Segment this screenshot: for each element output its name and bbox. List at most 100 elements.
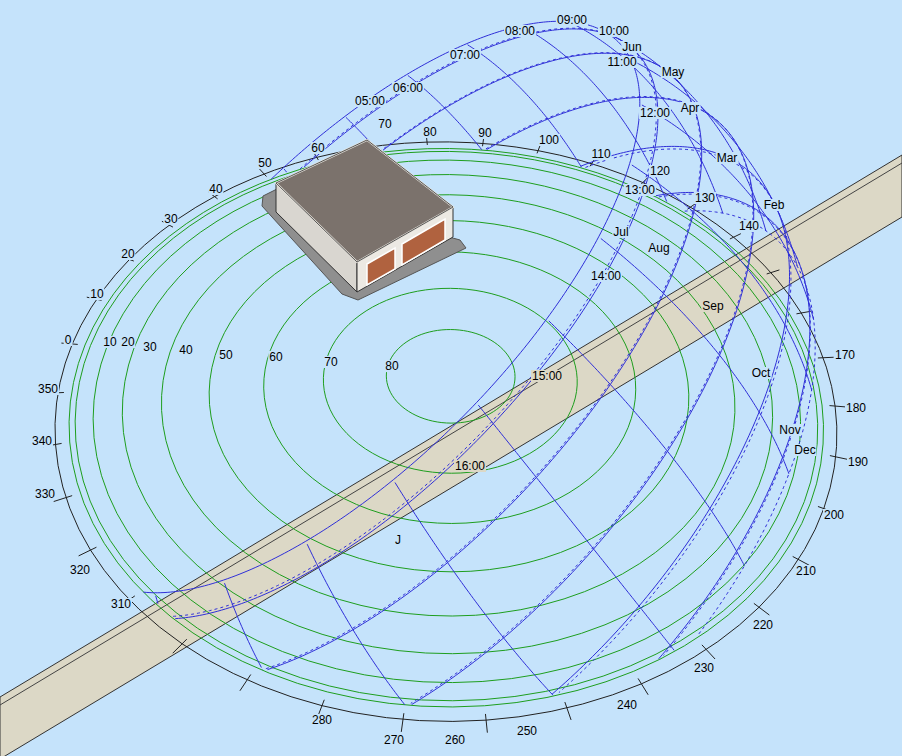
azimuth-label: 310 [110, 598, 132, 610]
altitude-ring [264, 252, 636, 524]
month-label: Jul [612, 226, 629, 238]
day-path [411, 97, 753, 704]
azimuth-tick [796, 311, 810, 314]
azimuth-label: 90 [477, 127, 492, 139]
hour-line [395, 482, 553, 695]
month-label: Dec [793, 444, 816, 456]
altitude-ring [386, 330, 515, 424]
altitude-ring [93, 160, 800, 682]
altitude-label: 20 [120, 336, 135, 348]
azimuth-tick [702, 645, 715, 659]
day-path [552, 146, 789, 694]
hour-label: 06:00 [392, 82, 424, 94]
azimuth-label: 340 [31, 435, 53, 447]
hour-label: 08:00 [504, 25, 536, 37]
altitude-rings [43, 136, 847, 732]
azimuth-tick [485, 714, 487, 733]
azimuth-label: 330 [34, 488, 56, 500]
road [0, 155, 902, 756]
azimuth-label: 250 [516, 725, 538, 737]
hour-label: 12:00 [639, 107, 671, 119]
hour-label: 13:00 [624, 184, 656, 196]
azimuth-tick [79, 547, 97, 556]
hour-label: 10:00 [598, 25, 630, 37]
month-label: Mar [716, 152, 739, 164]
azimuth-label: 120 [649, 165, 671, 177]
azimuth-label: 140 [738, 220, 760, 232]
hour-label: 11:00 [606, 56, 637, 68]
hour-line [642, 105, 814, 320]
road-band [0, 155, 902, 756]
altitude-ring [122, 175, 772, 654]
hour-line [284, 169, 286, 172]
hour-line [468, 45, 582, 167]
azimuth-label: 80 [422, 126, 437, 138]
day-path [559, 149, 791, 693]
azimuth-label: 20 [120, 248, 135, 260]
altitude-ring [69, 149, 823, 707]
azimuth-tick [483, 138, 484, 146]
azimuth-tick [401, 713, 404, 732]
day-path [143, 21, 639, 592]
hour-label: 16:00 [454, 460, 486, 472]
azimuth-label: 130 [694, 192, 716, 204]
azimuth-label: 200 [823, 509, 845, 521]
azimuth-label: 210 [795, 565, 817, 577]
road-edge-line [0, 163, 902, 705]
month-label: Sep [701, 300, 724, 312]
azimuth-label: 240 [616, 699, 638, 711]
hour-label: 15:00 [531, 370, 563, 382]
azimuth-tick [767, 270, 780, 274]
azimuth-label: 180 [845, 402, 867, 414]
azimuth-label: 30 [163, 213, 178, 225]
azimuth-tick [537, 145, 540, 153]
altitude-ring [162, 195, 735, 616]
azimuth-tick [829, 406, 846, 407]
azimuth-label: 350 [37, 383, 59, 395]
azimuth-label: 220 [752, 619, 774, 631]
month-label: Nov [778, 424, 801, 436]
azimuth-label: 170 [834, 349, 856, 361]
hour-line [156, 596, 158, 604]
azimuth-label: 100 [538, 134, 560, 146]
azimuth-ring [55, 142, 837, 721]
day-path [175, 29, 658, 619]
hour-line [633, 61, 797, 266]
hour-line [225, 583, 262, 667]
hour-line [307, 544, 405, 704]
day-path [412, 97, 754, 704]
day-path [171, 28, 656, 616]
azimuth-label: 10 [89, 288, 104, 300]
day-path [263, 53, 701, 670]
azimuth-label: 60 [310, 142, 325, 154]
day-path [267, 53, 701, 669]
altitude-ring [75, 151, 818, 700]
azimuth-tick [754, 603, 769, 615]
azimuth-tick [259, 169, 266, 177]
azimuth-tick [54, 496, 72, 502]
azimuth-label: 320 [69, 564, 91, 576]
altitude-label: 50 [218, 349, 233, 361]
azimuth-tick [730, 234, 741, 239]
altitude-label: 70 [323, 356, 338, 368]
day-path [655, 192, 810, 658]
azimuth-label: 0 [64, 334, 73, 346]
altitude-ring [323, 288, 577, 473]
month-label: Oct [751, 367, 772, 379]
hour-label: 07:00 [449, 49, 481, 61]
month-label: May [661, 66, 686, 78]
azimuth-label: 230 [693, 662, 715, 674]
month-label: Feb [763, 199, 786, 211]
azimuth-label: 110 [590, 148, 611, 160]
azimuth-label: 270 [383, 734, 405, 746]
month-label: Aug [647, 242, 670, 254]
hour-label: 05:00 [354, 95, 386, 107]
azimuth-tick [638, 678, 648, 694]
hour-label: 14:00 [590, 270, 622, 282]
window [402, 219, 445, 265]
month-label: Jun [621, 41, 642, 53]
sun-path-grid [143, 21, 815, 704]
hour-label: 09:00 [556, 14, 588, 26]
azimuth-tick [173, 639, 187, 653]
